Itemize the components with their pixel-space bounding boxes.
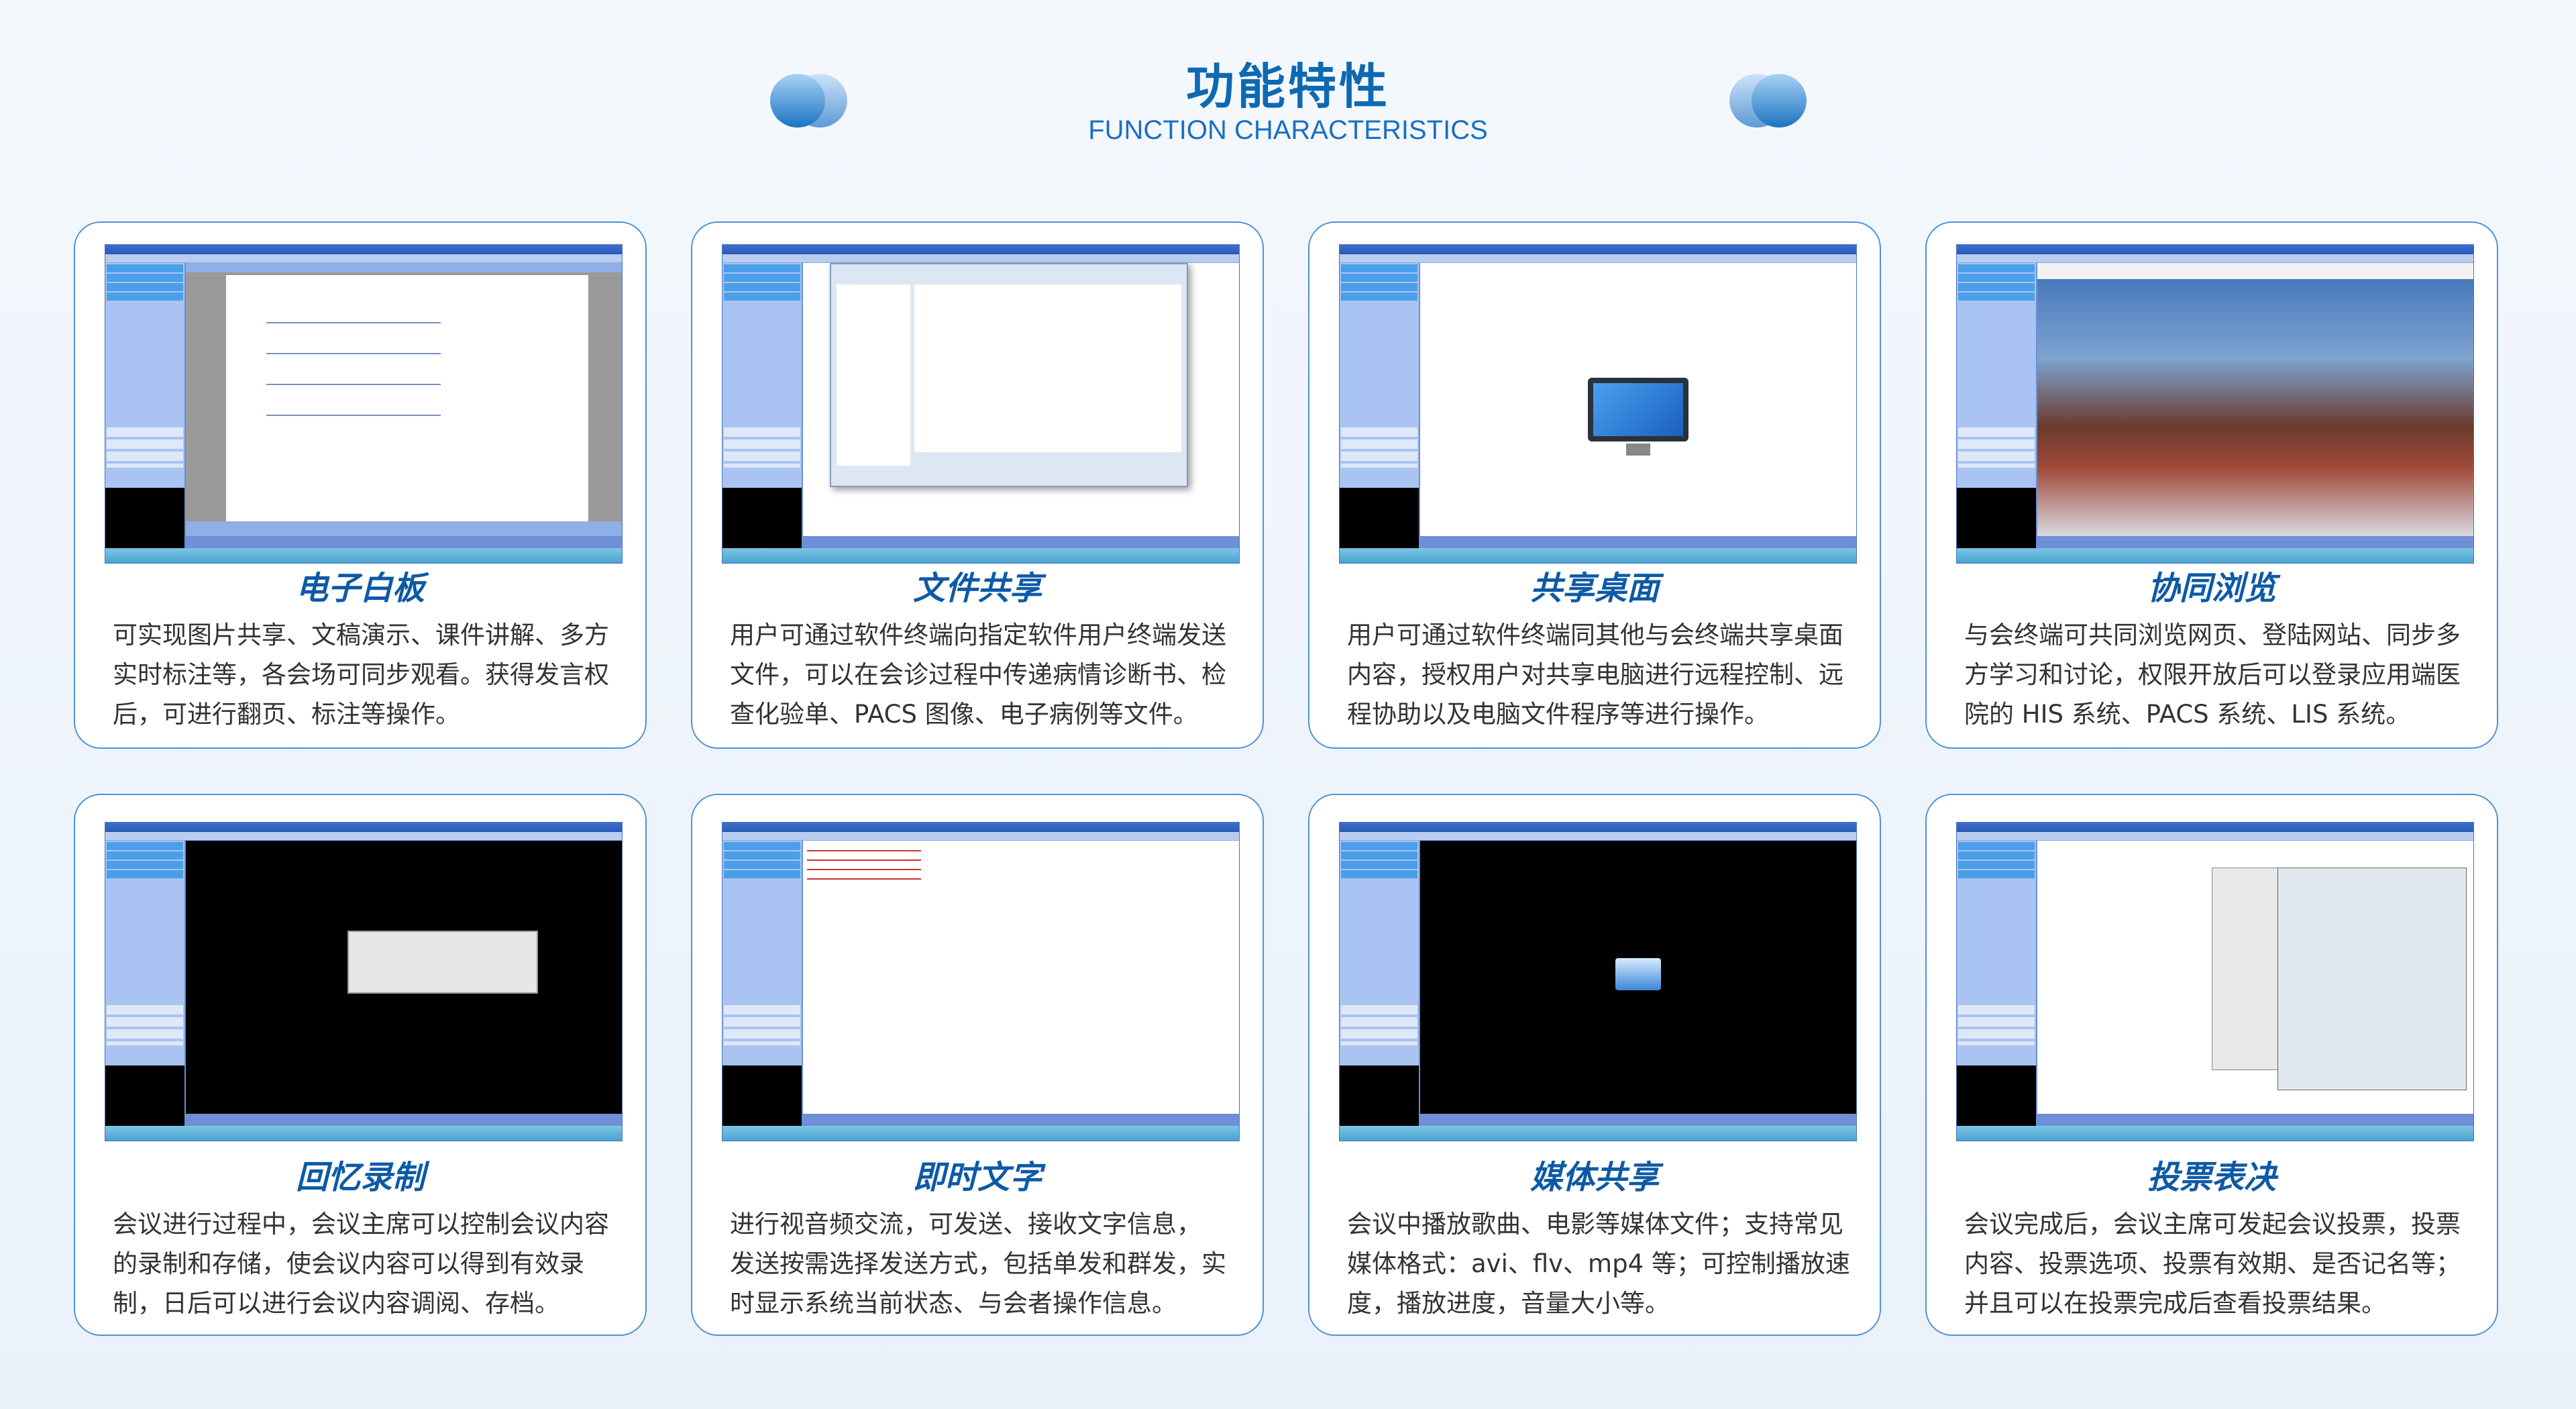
feature-title: 回忆录制 [295, 1159, 425, 1196]
feature-card-1: 电子白板可实现图片共享、文稿演示、课件讲解、多方实时标注等，各会场可同步观看。获… [74, 221, 647, 749]
feature-description: 进行视音频交流，可发送、接收文字信息， 发送按需选择发送方式，包括单发和群发，实… [730, 1210, 1226, 1318]
feature-description: 可实现图片共享、文稿演示、课件讲解、多方实时标注等，各会场可同步观看。获得发言权… [113, 621, 609, 729]
feature-card-6: 即时文字进行视音频交流，可发送、接收文字信息， 发送按需选择发送方式，包括单发和… [691, 794, 1264, 1336]
feature-card-8: 投票表决会议完成后，会议主席可发起会议投票，投票内容、投票选项、投票有效期、是否… [1925, 794, 2498, 1336]
feature-description: 与会终端可共同浏览网页、登陆网站、同步多方学习和讨论，权限开放后可以登录应用端医… [1964, 621, 2461, 729]
feature-description: 用户可通过软件终端向指定软件用户终端发送文件，可以在会诊过程中传递病情诊断书、检… [730, 621, 1226, 729]
feature-title: 共享桌面 [1529, 570, 1659, 607]
app-screenshot-vote [1956, 822, 2474, 1141]
page-title: 功能特性 [1185, 58, 1390, 115]
feature-title: 投票表决 [2147, 1159, 2276, 1196]
decorative-orbs-left [770, 74, 847, 127]
feature-description: 用户可通过软件终端同其他与会终端共享桌面内容，授权用户对共享电脑进行远程控制、远… [1347, 621, 1843, 729]
feature-description: 会议进行过程中，会议主席可以控制会议内容的录制和存储，使会议内容可以得到有效录制… [113, 1210, 609, 1318]
feature-description: 会议完成后，会议主席可发起会议投票，投票内容、投票选项、投票有效期、是否记名等；… [1964, 1210, 2461, 1318]
feature-card-5: 回忆录制会议进行过程中，会议主席可以控制会议内容的录制和存储，使会议内容可以得到… [74, 794, 647, 1336]
feature-card-2: 文件共享用户可通过软件终端向指定软件用户终端发送文件，可以在会诊过程中传递病情诊… [691, 221, 1264, 749]
feature-title: 媒体共享 [1529, 1159, 1659, 1196]
feature-card-7: 媒体共享会议中播放歌曲、电影等媒体文件；支持常见媒体格式：avi、flv、mp4… [1308, 794, 1881, 1336]
app-screenshot-record [105, 822, 623, 1141]
feature-description: 会议中播放歌曲、电影等媒体文件；支持常见媒体格式：avi、flv、mp4 等；可… [1347, 1210, 1850, 1318]
app-screenshot-chat [722, 822, 1240, 1141]
decorative-orbs-right [1729, 74, 1807, 127]
feature-title: 协同浏览 [2147, 570, 2276, 607]
app-screenshot-file-dialog [722, 244, 1240, 564]
page-subtitle: FUNCTION CHARACTERISTICS [1088, 115, 1488, 145]
feature-title: 即时文字 [912, 1159, 1042, 1196]
app-screenshot-whiteboard [105, 244, 623, 564]
feature-title: 电子白板 [295, 570, 425, 607]
feature-card-4: 协同浏览与会终端可共同浏览网页、登陆网站、同步多方学习和讨论，权限开放后可以登录… [1925, 221, 2498, 749]
feature-title: 文件共享 [912, 570, 1042, 607]
app-screenshot-desktop [1339, 244, 1857, 564]
feature-card-3: 共享桌面用户可通过软件终端同其他与会终端共享桌面内容，授权用户对共享电脑进行远程… [1308, 221, 1881, 749]
app-screenshot-media [1339, 822, 1857, 1141]
app-screenshot-browser [1956, 244, 2474, 564]
